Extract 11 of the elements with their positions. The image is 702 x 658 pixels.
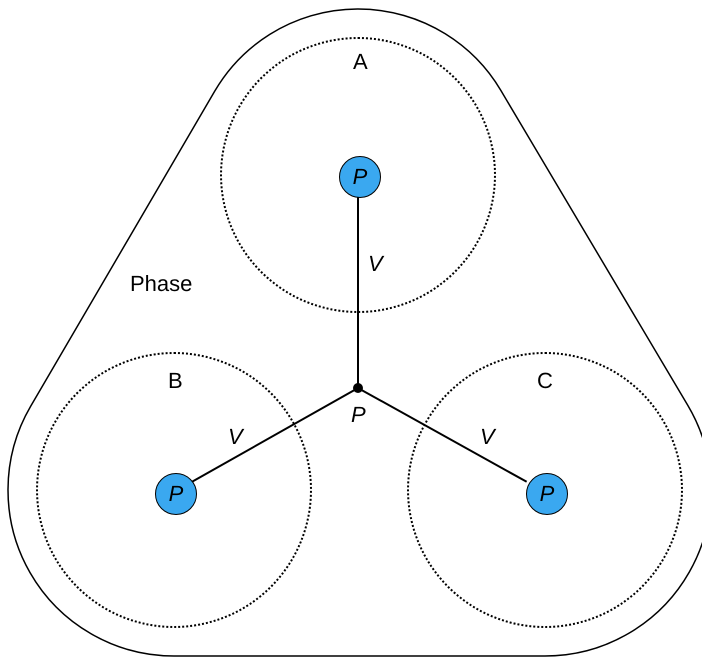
point-node: P (339, 156, 381, 198)
connector-line (192, 389, 356, 483)
point-node: P (155, 473, 197, 515)
point-node: P (526, 473, 568, 515)
region-label: Phase (130, 273, 192, 295)
circle-label: C (537, 370, 553, 392)
circle-label: B (168, 370, 183, 392)
connector-line (361, 389, 528, 483)
circle-label: A (353, 51, 368, 73)
junction-label: P (351, 404, 366, 426)
connector-line (357, 196, 359, 384)
